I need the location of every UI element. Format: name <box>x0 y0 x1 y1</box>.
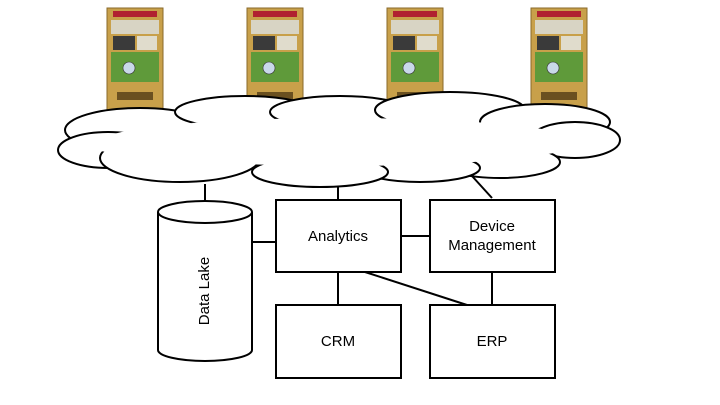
crm-label: CRM <box>321 333 355 350</box>
device-panel <box>417 36 437 50</box>
device-display <box>537 11 581 17</box>
device-slot <box>257 92 293 100</box>
device-slot <box>541 92 577 100</box>
device-panel <box>111 20 159 34</box>
data-lake-node: Data Lake <box>157 200 253 362</box>
device-1-image <box>106 7 164 117</box>
data-lake-label: Data Lake <box>196 257 213 325</box>
device-panel <box>535 20 583 34</box>
device-display <box>113 11 157 17</box>
device-row <box>106 7 588 117</box>
device-knob <box>402 61 416 75</box>
device-slot <box>117 92 153 100</box>
device-panel <box>561 36 581 50</box>
device-display <box>253 11 297 17</box>
device-screen <box>393 36 415 50</box>
device-management-label-line2: Management <box>448 237 536 254</box>
crm-node: CRM <box>275 304 402 379</box>
cloud-shape <box>57 91 621 188</box>
device-display <box>393 11 437 17</box>
device-knob <box>122 61 136 75</box>
device-knob <box>262 61 276 75</box>
device-2-image <box>246 7 304 117</box>
device-screen <box>537 36 559 50</box>
device-management-node: Device Management <box>429 199 556 273</box>
device-panel <box>277 36 297 50</box>
erp-label: ERP <box>477 333 508 350</box>
line-cloud-devicemgmt <box>471 175 493 199</box>
erp-node: ERP <box>429 304 556 379</box>
device-knob <box>546 61 560 75</box>
analytics-label: Analytics <box>308 228 368 245</box>
device-screen <box>253 36 275 50</box>
connectors <box>204 175 493 306</box>
device-management-label-line1: Device <box>469 218 515 235</box>
device-panel <box>391 20 439 34</box>
device-4-image <box>530 7 588 117</box>
device-panel <box>137 36 157 50</box>
device-panel <box>251 20 299 34</box>
analytics-node: Analytics <box>275 199 402 273</box>
device-screen <box>113 36 135 50</box>
line-analytics-erp <box>364 271 468 306</box>
